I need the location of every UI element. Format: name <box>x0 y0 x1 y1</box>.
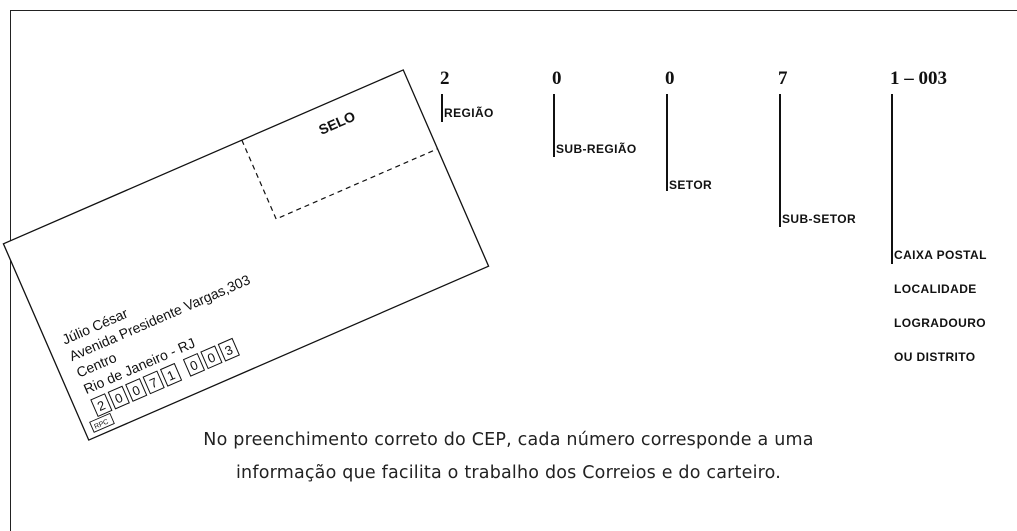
cep-part-subsetor-number: 7 <box>778 68 788 89</box>
connector-regiao <box>441 94 443 122</box>
cep-digit-box <box>159 362 183 387</box>
label-distrito: OU DISTRITO <box>894 350 976 364</box>
connector-subregiao <box>553 94 555 157</box>
corner-mark-box <box>89 412 115 433</box>
cep-digit-box <box>107 385 130 410</box>
cep-part-setor-number: 0 <box>665 68 675 89</box>
label-regiao: REGIÃO <box>444 106 494 120</box>
cep-part-regiao-number: 2 <box>440 68 450 89</box>
caption-line-1: No preenchimento correto do CEP, cada nú… <box>203 430 814 450</box>
cep-digit-box <box>125 378 148 402</box>
label-logradouro: LOGRADOURO <box>894 316 986 330</box>
stamp-area <box>241 139 438 220</box>
cep-digit-box <box>217 337 240 362</box>
cep-digit-box <box>142 370 165 395</box>
cep-digit-box <box>90 393 113 418</box>
connector-setor <box>666 94 668 191</box>
cep-digit-box <box>182 352 206 377</box>
connector-final <box>891 94 893 264</box>
label-subregiao: SUB-REGIÃO <box>556 142 637 156</box>
cep-part-final-number: 1 – 003 <box>890 68 947 89</box>
cep-part-subregiao-number: 0 <box>552 68 562 89</box>
envelope-outline <box>2 69 490 441</box>
envelope-illustration: SELO Júlio César Avenida Presidente Varg… <box>2 69 490 441</box>
figure-frame <box>10 10 1017 531</box>
label-setor: SETOR <box>669 178 713 192</box>
connector-subsetor <box>779 94 781 227</box>
caption-line-2: informação que facilita o trabalho dos C… <box>235 463 781 483</box>
label-caixa-postal: CAIXA POSTAL <box>894 248 987 262</box>
cep-digit-box <box>200 345 223 370</box>
label-localidade: LOCALIDADE <box>894 282 977 296</box>
label-subsetor: SUB-SETOR <box>782 212 857 226</box>
